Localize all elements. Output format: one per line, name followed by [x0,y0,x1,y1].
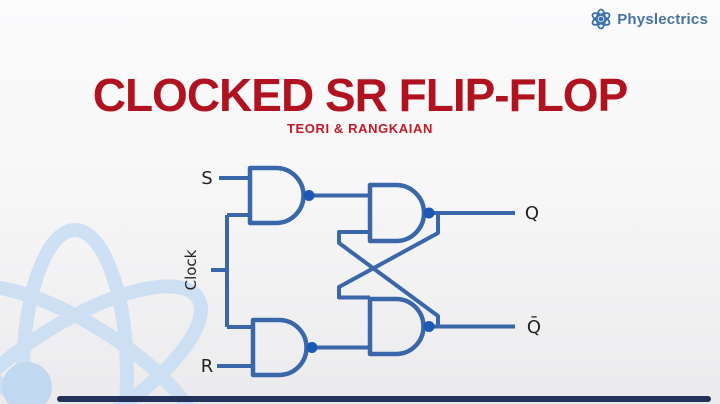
circuit-junctions [303,190,435,353]
junction-dot-bottom-left [306,342,318,353]
brand-logo: Physlectrics [590,8,708,30]
brand-name: Physlectrics [617,10,708,28]
wire-feedback-q-to-bottom [337,213,440,300]
label-s: S [201,168,212,189]
label-clock: Clock [182,249,200,290]
atom-icon [591,8,611,30]
circuit-labels: S Clock R Q Q̄ [182,168,541,377]
label-r: R [201,356,214,377]
label-q: Q [525,203,539,224]
junction-dot-q [423,207,435,219]
junction-dot-qbar [423,321,435,332]
circuit-gates [247,165,427,378]
nand-gate-latch-bottom [367,296,426,357]
wire-feedback-qbar-to-top [337,230,440,327]
nand-gate-latch-top [367,182,427,244]
nand-gate-input-bottom [250,317,309,378]
junction-dot-top-left [303,190,315,201]
page-title: CLOCKED SR FLIP-FLOP [92,69,629,121]
nand-gate-input-top [247,165,306,226]
circuit-wires [211,176,515,368]
label-qbar: Q̄ [527,316,541,338]
footer-bar [57,396,711,402]
page-subtitle: TEORI & RANGKAIAN [287,121,433,136]
